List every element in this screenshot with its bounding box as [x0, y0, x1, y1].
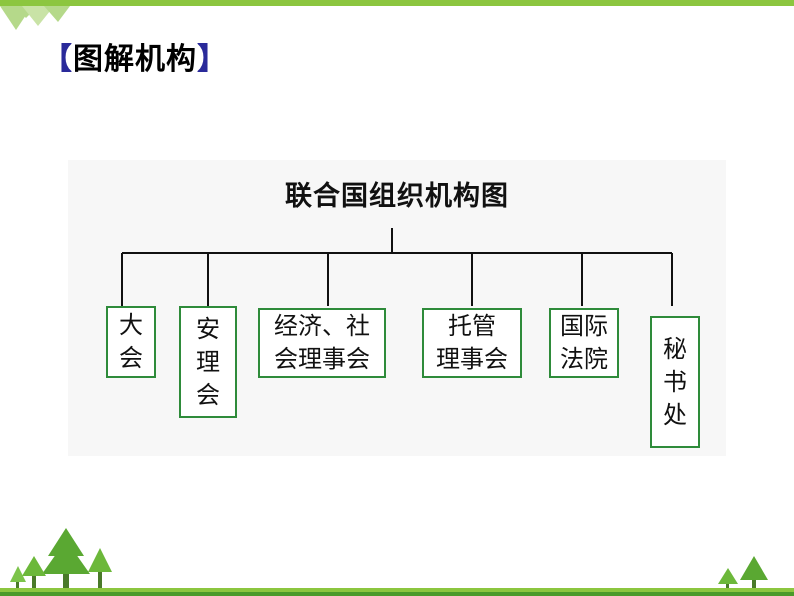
- connector-lines: [121, 228, 673, 306]
- top-right-triangle-decoration: [0, 6, 70, 30]
- tree-icon-right-2: [718, 568, 738, 588]
- bottom-decorative-bar: [0, 588, 794, 592]
- tree-icon-right-1: [740, 556, 768, 588]
- heading-text: 图解机构: [73, 42, 197, 77]
- node-secretariat: 秘 书 处: [650, 316, 700, 448]
- node-security-council: 安 理 会: [179, 306, 237, 418]
- tree-icon-large-left: [42, 528, 90, 588]
- diagram-title: 联合国组织机构图: [285, 181, 509, 212]
- node-international-court: 国际 法院: [549, 308, 619, 378]
- node-economic-social-council: 经济、社 会理事会: [258, 308, 386, 378]
- heading-close-bracket: 】: [197, 42, 228, 77]
- tree-icon-small-left-1: [22, 556, 46, 588]
- page-heading: 【图解机构】: [42, 34, 228, 78]
- node-general-assembly: 大 会: [106, 306, 156, 378]
- heading-open-bracket: 【: [42, 42, 73, 77]
- node-trusteeship-council: 托管 理事会: [422, 308, 522, 378]
- tree-icon-small-left-3: [10, 566, 26, 588]
- bottom-decorative-bar-dark: [0, 592, 794, 596]
- org-chart-panel: 联合国组织机构图 大 会 安 理 会 经济、社 会理事会 托管 理事会 国际 法…: [68, 160, 726, 456]
- top-decorative-bar: [0, 0, 794, 6]
- tree-icon-small-left-2: [88, 548, 112, 588]
